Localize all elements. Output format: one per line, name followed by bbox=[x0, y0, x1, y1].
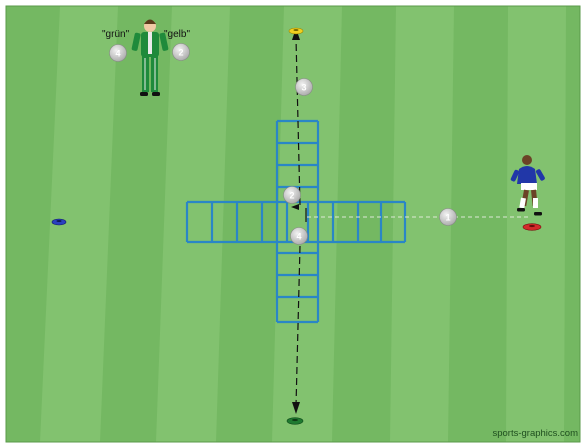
watermark: sports-graphics.com bbox=[492, 428, 578, 439]
badge-step-1-number: 1 bbox=[445, 213, 450, 223]
badge-step-4-number: 4 bbox=[296, 232, 301, 242]
badge-call-green: 4 bbox=[110, 45, 127, 62]
cone-marker-green bbox=[287, 418, 303, 425]
badge-step-3-number: 3 bbox=[301, 83, 306, 93]
pitch bbox=[6, 6, 580, 442]
cone-marker-blue bbox=[52, 219, 66, 225]
badge-step-2: 2 bbox=[284, 187, 301, 204]
badge-call-yellow-number: 2 bbox=[178, 48, 183, 58]
badge-step-2-number: 2 bbox=[289, 191, 294, 201]
badge-step-4: 4 bbox=[291, 228, 308, 245]
badge-step-3: 3 bbox=[296, 79, 313, 96]
call-label-yellow: "gelb" bbox=[164, 29, 190, 40]
cone-marker-yellow bbox=[289, 28, 303, 34]
badge-call-green-number: 4 bbox=[115, 49, 120, 59]
badge-call-yellow: 2 bbox=[173, 44, 190, 61]
badge-step-1: 1 bbox=[440, 209, 457, 226]
cone-marker-red bbox=[523, 224, 541, 231]
call-label-green: "grün" bbox=[102, 29, 130, 40]
